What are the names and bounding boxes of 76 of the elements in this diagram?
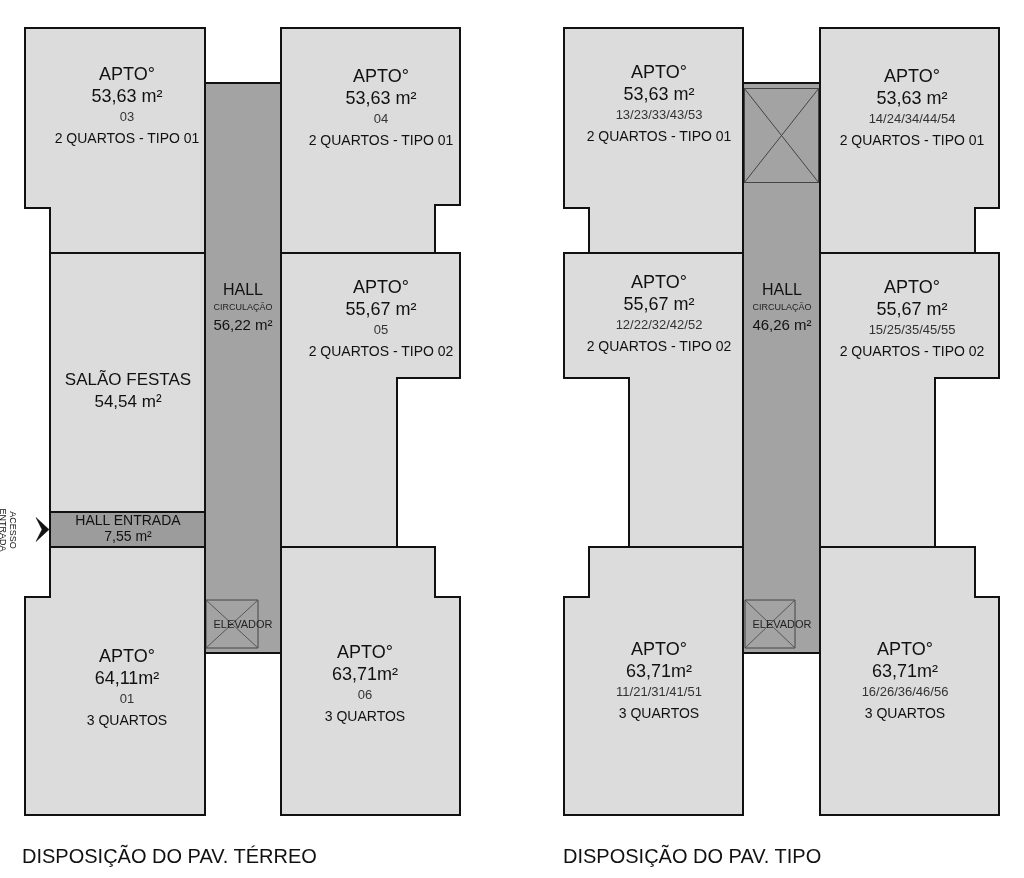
room-type: 2 QUARTOS - TIPO 01: [308, 131, 454, 150]
room-label: APTO°: [99, 64, 155, 85]
party-room: [50, 253, 205, 512]
room-label: HALL ENTRADA: [75, 512, 181, 528]
area-text: 63,71m²: [331, 663, 398, 685]
apartment-room: [25, 28, 205, 253]
hall-corridor: [205, 83, 281, 653]
area-text: 55,67 m²: [623, 293, 695, 315]
apartment-room: [281, 547, 460, 815]
room-sublabel: CIRCULAÇÃO: [213, 301, 273, 314]
unit-number: 16/26/36/46/56: [861, 683, 949, 701]
area-text: 53,63 m²: [876, 87, 948, 109]
room-type: 2 QUARTOS - TIPO 02: [586, 337, 732, 356]
area-text: 53,63 m²: [623, 83, 695, 105]
room-type: 2 QUARTOS - TIPO 01: [839, 131, 985, 150]
area-text: 63,71m²: [625, 660, 692, 682]
room-label: APTO°: [631, 272, 687, 293]
room-type: 3 QUARTOS: [864, 704, 946, 723]
apartment-room: [564, 28, 743, 253]
room-label: ELEVADOR: [213, 617, 273, 631]
room-label: HALL: [762, 280, 802, 300]
room-label: APTO°: [884, 66, 940, 87]
room-type: 2 QUARTOS - TIPO 01: [586, 127, 732, 146]
apartment-room: [564, 253, 743, 547]
unit-number: 14/24/34/44/54: [868, 110, 956, 128]
room-label: APTO°: [884, 277, 940, 298]
area-text: 53,63 m²: [91, 85, 163, 107]
area-text: 63,71m²: [871, 660, 938, 682]
apartment-room: [281, 28, 460, 253]
unit-number: 11/21/31/41/51: [616, 683, 702, 701]
room-label: APTO°: [877, 639, 933, 660]
unit-number: 04: [373, 110, 389, 128]
room-label: APTO°: [99, 646, 155, 667]
unit-number: 12/22/32/42/52: [615, 316, 703, 334]
unit-number: 06: [357, 686, 373, 704]
unit-number: 01: [119, 690, 135, 708]
entrance-label: ACESSO ENTRADA: [0, 507, 18, 554]
area-text: 53,63 m²: [345, 87, 417, 109]
void-shaft: [744, 88, 819, 183]
room-label: APTO°: [337, 642, 393, 663]
plan-title: DISPOSIÇÃO DO PAV. TÉRREO: [22, 843, 317, 869]
area-text: 55,67 m²: [345, 298, 417, 320]
room-type: 3 QUARTOS: [86, 711, 168, 730]
area-text: 46,26 m²: [752, 315, 812, 335]
room-label: ELEVADOR: [752, 617, 812, 631]
unit-number: 15/25/35/45/55: [868, 321, 956, 339]
apartment-room: [820, 28, 999, 253]
room-type: 2 QUARTOS - TIPO 01: [54, 129, 200, 148]
apartment-room: [25, 547, 205, 815]
room-label: APTO°: [631, 62, 687, 83]
unit-number: 03: [119, 108, 135, 126]
room-type: 2 QUARTOS - TIPO 02: [308, 342, 454, 361]
room-label: SALÃO FESTAS: [64, 369, 192, 391]
room-sublabel: CIRCULAÇÃO: [752, 301, 812, 314]
apartment-room: [820, 253, 999, 547]
area-text: 56,22 m²: [213, 315, 273, 335]
room-type: 2 QUARTOS - TIPO 02: [839, 342, 985, 361]
apartment-room: [281, 253, 460, 547]
unit-number: 05: [373, 321, 389, 339]
area-text: 55,67 m²: [876, 298, 948, 320]
unit-number: 13/23/33/43/53: [615, 106, 703, 124]
apartment-room: [564, 547, 743, 815]
plan-title: DISPOSIÇÃO DO PAV. TIPO: [563, 843, 822, 869]
room-label: HALL: [223, 280, 263, 300]
room-type: 3 QUARTOS: [324, 707, 406, 726]
apartment-room: [820, 547, 999, 815]
hall-corridor: [743, 83, 820, 653]
entrance-arrow: [35, 517, 50, 542]
room-type: 3 QUARTOS: [618, 704, 700, 723]
area-text: 7,55 m²: [104, 528, 152, 544]
entrance-hall: [50, 512, 205, 547]
room-label: APTO°: [353, 66, 409, 87]
room-label: APTO°: [353, 277, 409, 298]
area-text: 64,11m²: [94, 667, 160, 689]
area-text: 54,54 m²: [94, 391, 162, 413]
room-label: APTO°: [631, 639, 687, 660]
